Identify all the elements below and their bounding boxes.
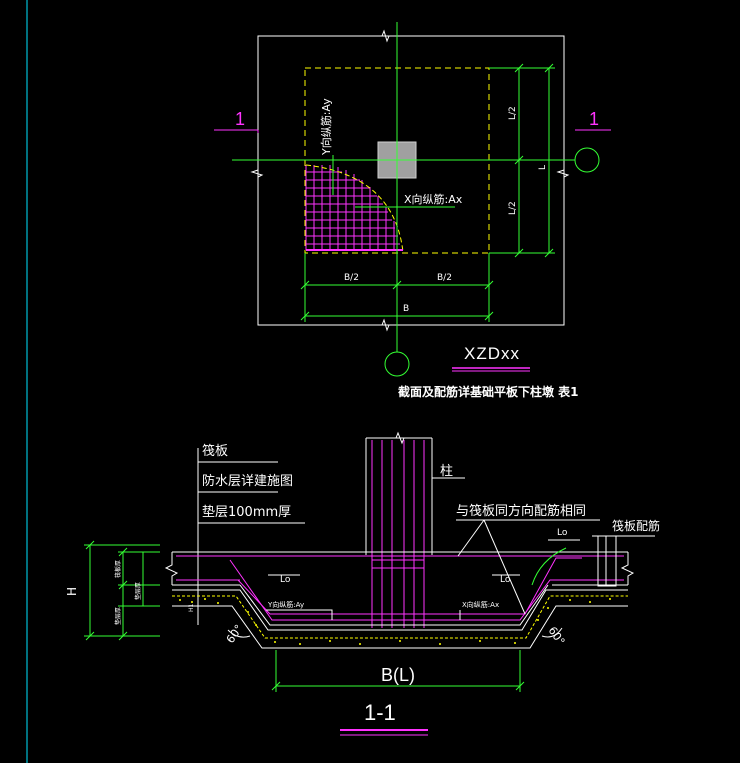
axis-bubble-bottom — [384, 351, 410, 377]
dim-l: L — [538, 165, 548, 170]
dim-l-half-top: L/2 — [508, 106, 518, 120]
section-column — [365, 431, 433, 628]
waterproof-layer — [172, 595, 628, 639]
dim-bl-lines — [271, 650, 525, 692]
break-mark-top — [381, 29, 390, 43]
label-lo-left-inner: Lo — [280, 575, 291, 585]
rebar-cut-arc — [305, 164, 404, 253]
label-lo-right: Lo — [557, 528, 568, 538]
label-same-rebar-leader-1 — [457, 519, 485, 557]
label-same-rebar: 与筏板同方向配筋相同 — [456, 503, 586, 519]
angle-left: 60° — [224, 622, 246, 645]
dim-raft-thickness: 筏板厚 — [114, 560, 122, 578]
section-view: 筏板 防水层详建施图 垫层100mm厚 柱 — [65, 431, 660, 736]
dim-b-half-left: B/2 — [344, 273, 359, 283]
dim-l-half-bottom: L/2 — [508, 201, 518, 215]
pier-bottom-outline — [239, 584, 549, 626]
dim-b-half-right: B/2 — [437, 273, 452, 283]
break-mark-bottom — [381, 318, 390, 332]
dim-bl: B(L) — [381, 665, 415, 685]
cushion-hatch — [179, 598, 611, 645]
pier-id-label: XZDxx — [464, 344, 520, 363]
section-mark-left-text: 1 — [235, 109, 245, 129]
note-raft: 筏板 — [202, 443, 228, 459]
dim-tpl-cushion: 垫层厚 — [114, 607, 122, 625]
note-cushion: 垫层100mm厚 — [202, 504, 291, 520]
label-column: 柱 — [440, 464, 453, 479]
dim-h1: H1 — [188, 603, 195, 612]
label-x-rebar: X向纵筋:Ax — [462, 600, 499, 609]
dim-cushion-thickness: 垫层厚 — [134, 582, 142, 600]
dim-vertical — [489, 63, 555, 258]
plan-caption: 截面及配筋详基础平板下柱墩 表1 — [398, 384, 579, 399]
label-raft-rebar: 筏板配筋 — [612, 518, 660, 533]
break-mark-right — [556, 169, 570, 178]
angle-right: 60° — [546, 624, 568, 647]
dim-left — [84, 540, 160, 641]
angle-left-arc — [227, 629, 251, 638]
plan-outer-boundary — [257, 35, 565, 326]
plan-view: 1 1 L/2 L/2 L — [214, 22, 611, 399]
label-same-rebar-leader-2 — [483, 519, 526, 615]
dim-h: H — [65, 587, 79, 596]
x-rebar-label: X向纵筋:Ax — [404, 192, 463, 206]
break-mark-left — [250, 169, 264, 178]
dim-b: B — [403, 304, 409, 314]
label-lo-right-inner: Lo — [500, 575, 511, 585]
axis-bubble-right — [574, 147, 600, 173]
section-mark-right-text: 1 — [589, 109, 599, 129]
lo-right-arc — [531, 547, 567, 586]
y-rebar-label: Y向纵筋:Ay — [319, 98, 333, 156]
angle-right-arc — [541, 627, 563, 638]
note-waterproof: 防水层详建施图 — [202, 473, 293, 489]
cushion-layer-top — [172, 589, 628, 631]
break-mark-raft-right — [620, 552, 635, 585]
raft-rebar-bracket — [597, 535, 617, 587]
break-mark-raft-left — [164, 552, 179, 585]
section-title: 1-1 — [364, 700, 396, 725]
cushion-layer-bottom — [172, 605, 628, 649]
label-y-rebar: Y向纵筋:Ay — [267, 600, 304, 609]
dim-horizontal — [300, 253, 494, 322]
